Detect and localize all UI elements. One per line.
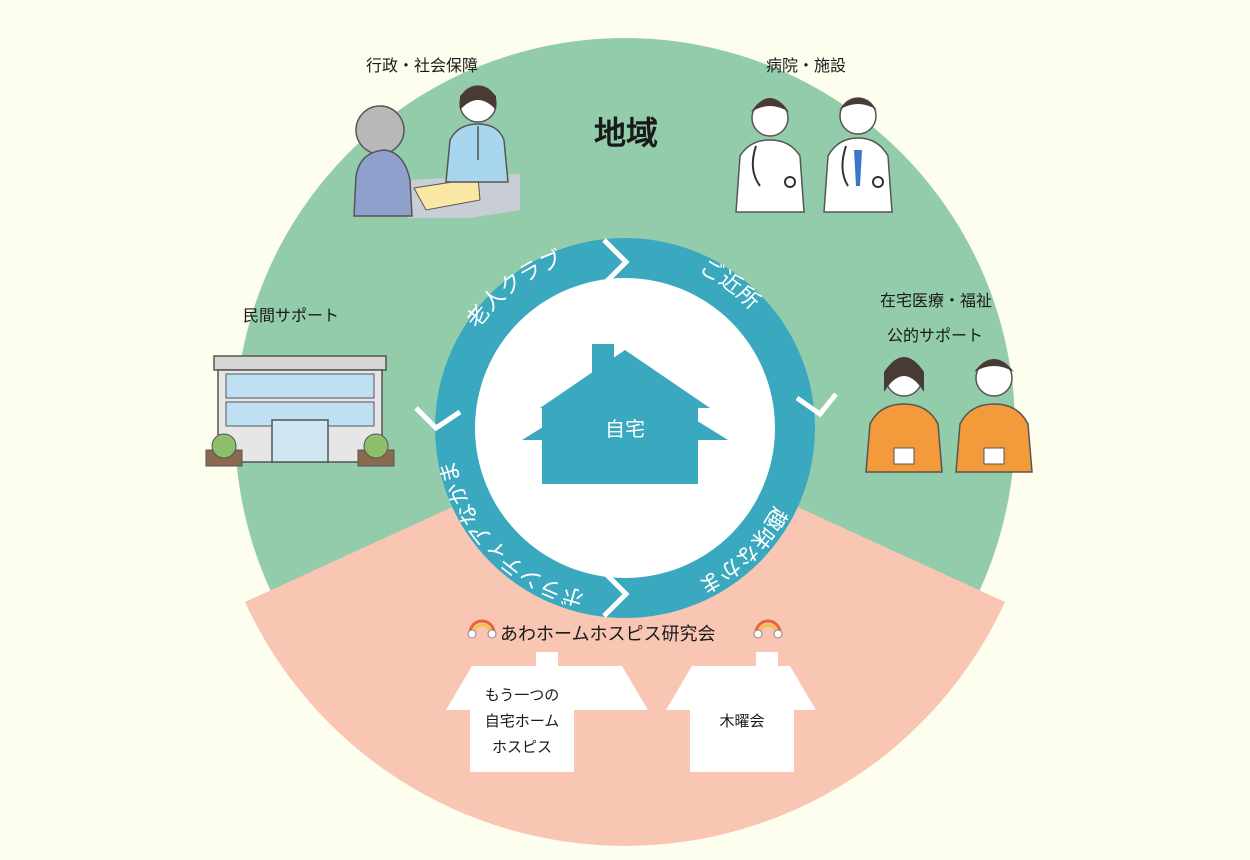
ring-divider-left: [414, 406, 462, 432]
homecare-label-1: 在宅医療・福祉: [880, 291, 993, 310]
hospice-house-1-label: もう一つの 自宅ホーム ホスピス: [470, 682, 574, 760]
ring-divider-right: [795, 392, 838, 418]
doctors-illustration: [735, 97, 893, 213]
house1-line-1: もう一つの: [484, 686, 560, 704]
home-label: 自宅: [605, 417, 645, 441]
private-support-label: 民間サポート: [243, 306, 340, 325]
hospice-house-1: [446, 652, 648, 772]
ring-divider-top: [600, 238, 630, 288]
hospice-sector: [245, 428, 1005, 846]
rainbow-icon-left: [467, 619, 497, 639]
hospice-house-2-label: 木曜会: [719, 712, 765, 730]
building-illustration: [205, 355, 395, 467]
homecare-label-2: 公的サポート: [887, 326, 984, 345]
rainbow-icon-right: [753, 619, 783, 639]
region-label: 地域: [594, 114, 659, 152]
house1-line-3: ホスピス: [491, 738, 552, 756]
house1-line-2: 自宅ホーム: [484, 712, 560, 730]
hospice-house-2: [666, 652, 816, 772]
home-icon: 自宅: [522, 344, 728, 484]
hospital-label: 病院・施設: [766, 56, 847, 75]
admin-label: 行政・社会保障: [366, 56, 479, 75]
counseling-illustration: [353, 85, 520, 218]
ring-divider-bottom: [600, 568, 630, 618]
hospice-org-name: あわホームホスピス研究会: [500, 624, 716, 645]
care-staff-illustration: [865, 357, 1033, 473]
